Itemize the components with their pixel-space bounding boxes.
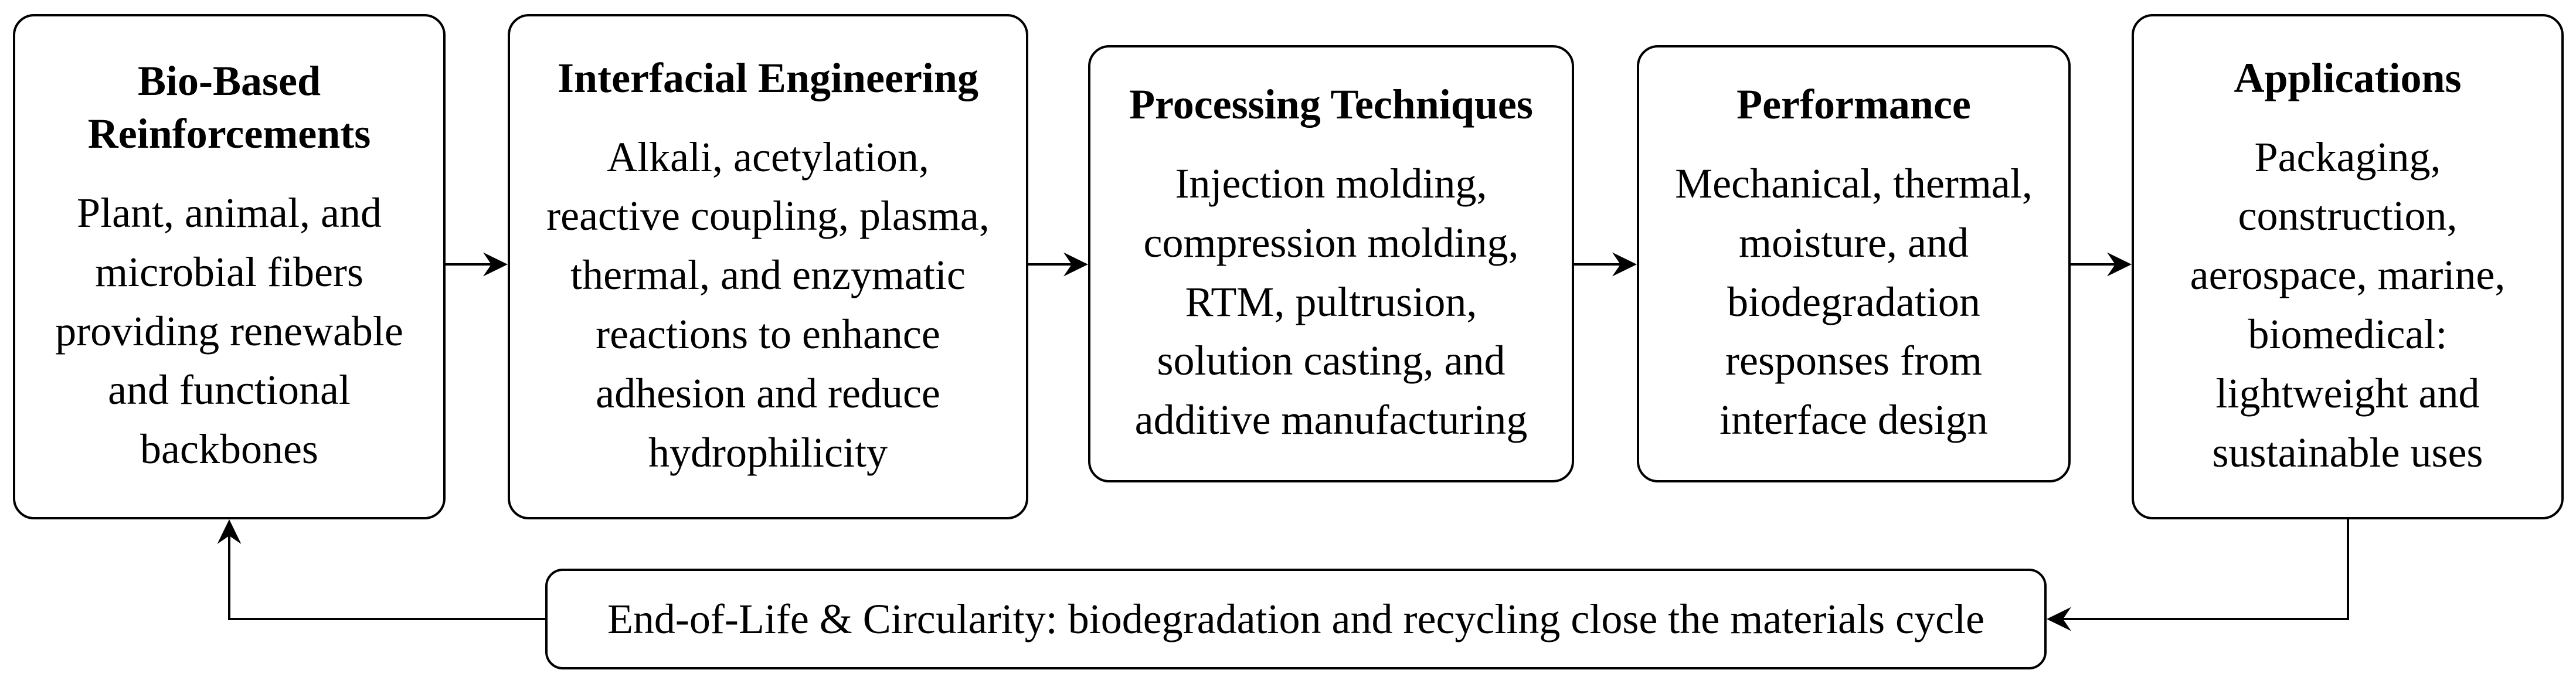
node-performance: Performance Mechanical, thermal, moistur… bbox=[1637, 45, 2071, 482]
arrowhead-into-loop-box bbox=[2047, 607, 2071, 631]
connector-loop-to-bio bbox=[228, 535, 545, 620]
arrowhead-performance-to-applications bbox=[2107, 252, 2132, 277]
node-title-interfacial-engineering: Interfacial Engineering bbox=[558, 54, 978, 101]
arrowhead-into-bio-box bbox=[217, 519, 242, 544]
node-body-bio-based-reinforcements: Plant, animal, and microbial fibers prov… bbox=[55, 189, 403, 473]
node-title-performance: Performance bbox=[1736, 81, 1971, 128]
node-applications: Applications Packaging, construction, ae… bbox=[2132, 14, 2564, 519]
arrowhead-bio-to-interfacial bbox=[483, 252, 508, 277]
node-body-interfacial-engineering: Alkali, acetylation, reactive coupling, … bbox=[546, 133, 990, 476]
node-body-performance: Mechanical, thermal, moisture, and biode… bbox=[1675, 160, 2033, 444]
arrowhead-interfacial-to-processing bbox=[1063, 252, 1088, 277]
node-body-processing-techniques: Injection molding, compression molding, … bbox=[1134, 160, 1528, 444]
node-title-bio-based-reinforcements: Bio-Based Reinforcements bbox=[87, 57, 371, 157]
connector-applications-to-loop bbox=[2062, 519, 2349, 620]
node-processing-techniques: Processing Techniques Injection molding,… bbox=[1088, 45, 1574, 482]
end-of-life-circularity-box: End-of-Life & Circularity: biodegradatio… bbox=[545, 569, 2047, 669]
end-of-life-circularity-label: End-of-Life & Circularity: biodegradatio… bbox=[607, 595, 1985, 642]
node-title-applications: Applications bbox=[2234, 54, 2462, 101]
node-bio-based-reinforcements: Bio-Based Reinforcements Plant, animal, … bbox=[13, 14, 446, 519]
arrowhead-processing-to-performance bbox=[1612, 252, 1637, 277]
node-title-processing-techniques: Processing Techniques bbox=[1129, 81, 1533, 128]
node-body-applications: Packaging, construction, aerospace, mari… bbox=[2190, 133, 2506, 476]
node-interfacial-engineering: Interfacial Engineering Alkali, acetylat… bbox=[508, 14, 1028, 519]
